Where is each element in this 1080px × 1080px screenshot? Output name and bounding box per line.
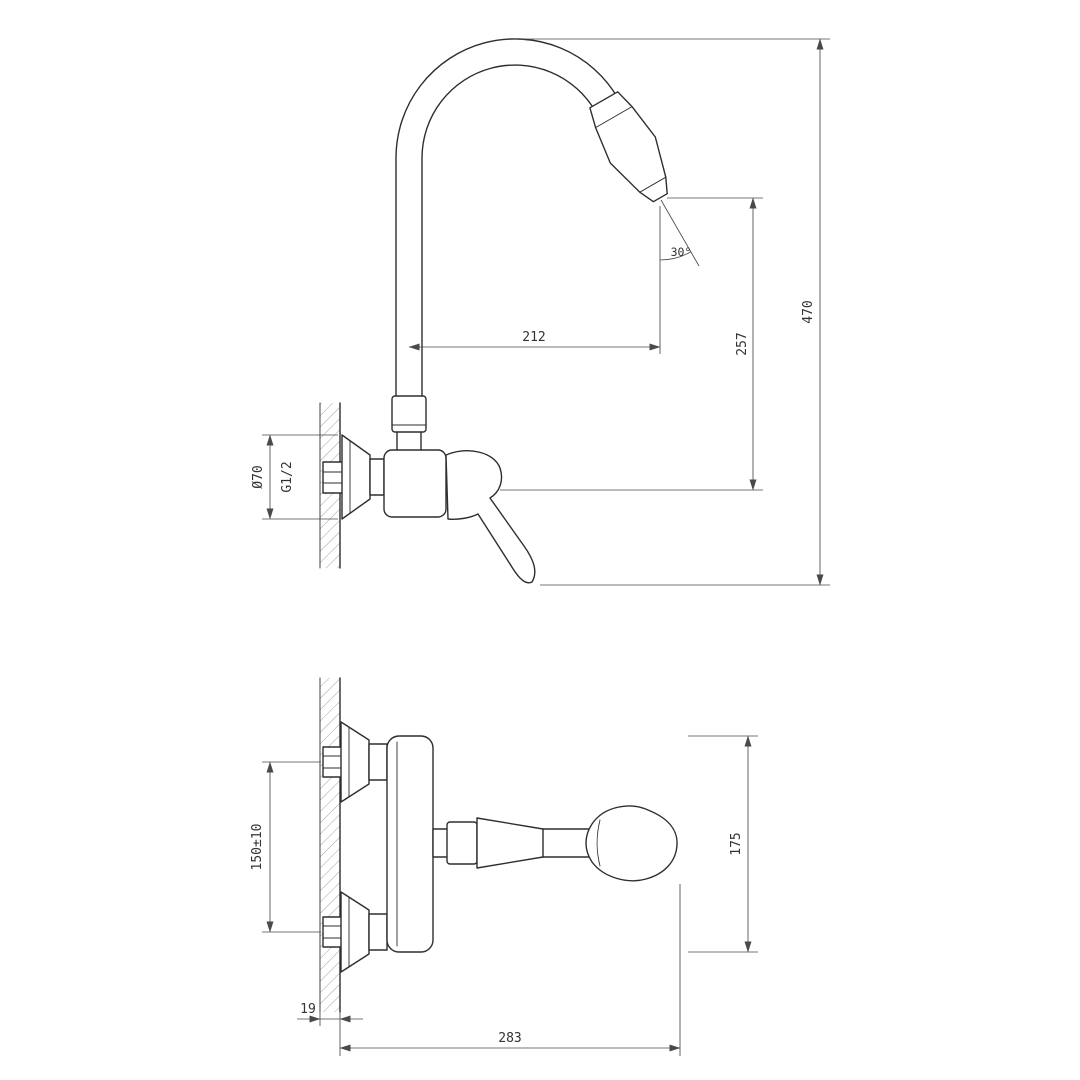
side-elevation-view: 30° 212 257 470 Ø70 G1/2 <box>251 38 830 586</box>
dim-overall-width: 283 <box>339 884 681 1056</box>
plan-view: 150±10 175 19 283 <box>250 677 758 1056</box>
escutcheon-lower <box>340 891 370 973</box>
dim-label-wall-thickness: 19 <box>300 1002 316 1017</box>
union-nut <box>391 395 427 433</box>
spout-inner-line <box>421 64 597 397</box>
dim-outlet-height: 257 <box>500 197 763 491</box>
mixer-body-plan <box>386 735 434 953</box>
dim-body-depth: 175 <box>688 735 758 953</box>
escutcheon <box>341 434 371 520</box>
dim-label-outlet-height: 257 <box>735 332 750 355</box>
dim-spout-reach: 212 <box>408 206 661 354</box>
dim-inlet-spacing: 150±10 <box>250 761 321 933</box>
angle-annotation: 30° <box>659 199 700 267</box>
dim-label-body-depth: 175 <box>729 832 744 855</box>
upper-inlet-fitting <box>322 721 388 803</box>
lower-inlet-fitting <box>322 891 388 973</box>
collar-upper <box>368 743 388 781</box>
riser-pipe <box>391 395 427 451</box>
collar-lower <box>368 913 388 951</box>
lever-handle <box>445 450 536 584</box>
spray-head <box>589 91 668 203</box>
dim-overall-height: 470 <box>521 38 830 586</box>
dim-escutcheon: Ø70 G1/2 <box>251 434 338 520</box>
spout-outer-line <box>395 38 619 397</box>
wall-hatch-plan <box>320 678 340 1012</box>
collar <box>369 458 385 496</box>
dim-label-spray-angle: 30° <box>671 245 692 259</box>
escutcheon-upper <box>340 721 370 803</box>
mixer-body <box>383 449 447 518</box>
dim-label-overall-height: 470 <box>801 300 816 323</box>
spout-base-plan <box>476 817 544 869</box>
angle-arc <box>659 251 692 261</box>
gooseneck-spout <box>395 38 619 397</box>
wall-fitting <box>322 434 385 520</box>
body-outline-plan <box>386 735 434 953</box>
dim-wall-thickness: 19 <box>297 1002 363 1026</box>
dim-label-escutcheon-diameter: Ø70 <box>251 465 266 488</box>
wall-section-plan <box>319 677 341 1013</box>
dim-label-overall-width: 283 <box>498 1031 521 1046</box>
union-nut-plan <box>446 821 478 865</box>
dim-label-connection-thread: G1/2 <box>280 461 295 492</box>
handle-knob-plan <box>585 805 678 882</box>
spray-axis-line <box>660 199 700 267</box>
lever-arm-plan <box>432 805 678 882</box>
dim-label-spout-reach: 212 <box>522 330 545 345</box>
dim-label-inlet-spacing: 150±10 <box>250 824 265 871</box>
